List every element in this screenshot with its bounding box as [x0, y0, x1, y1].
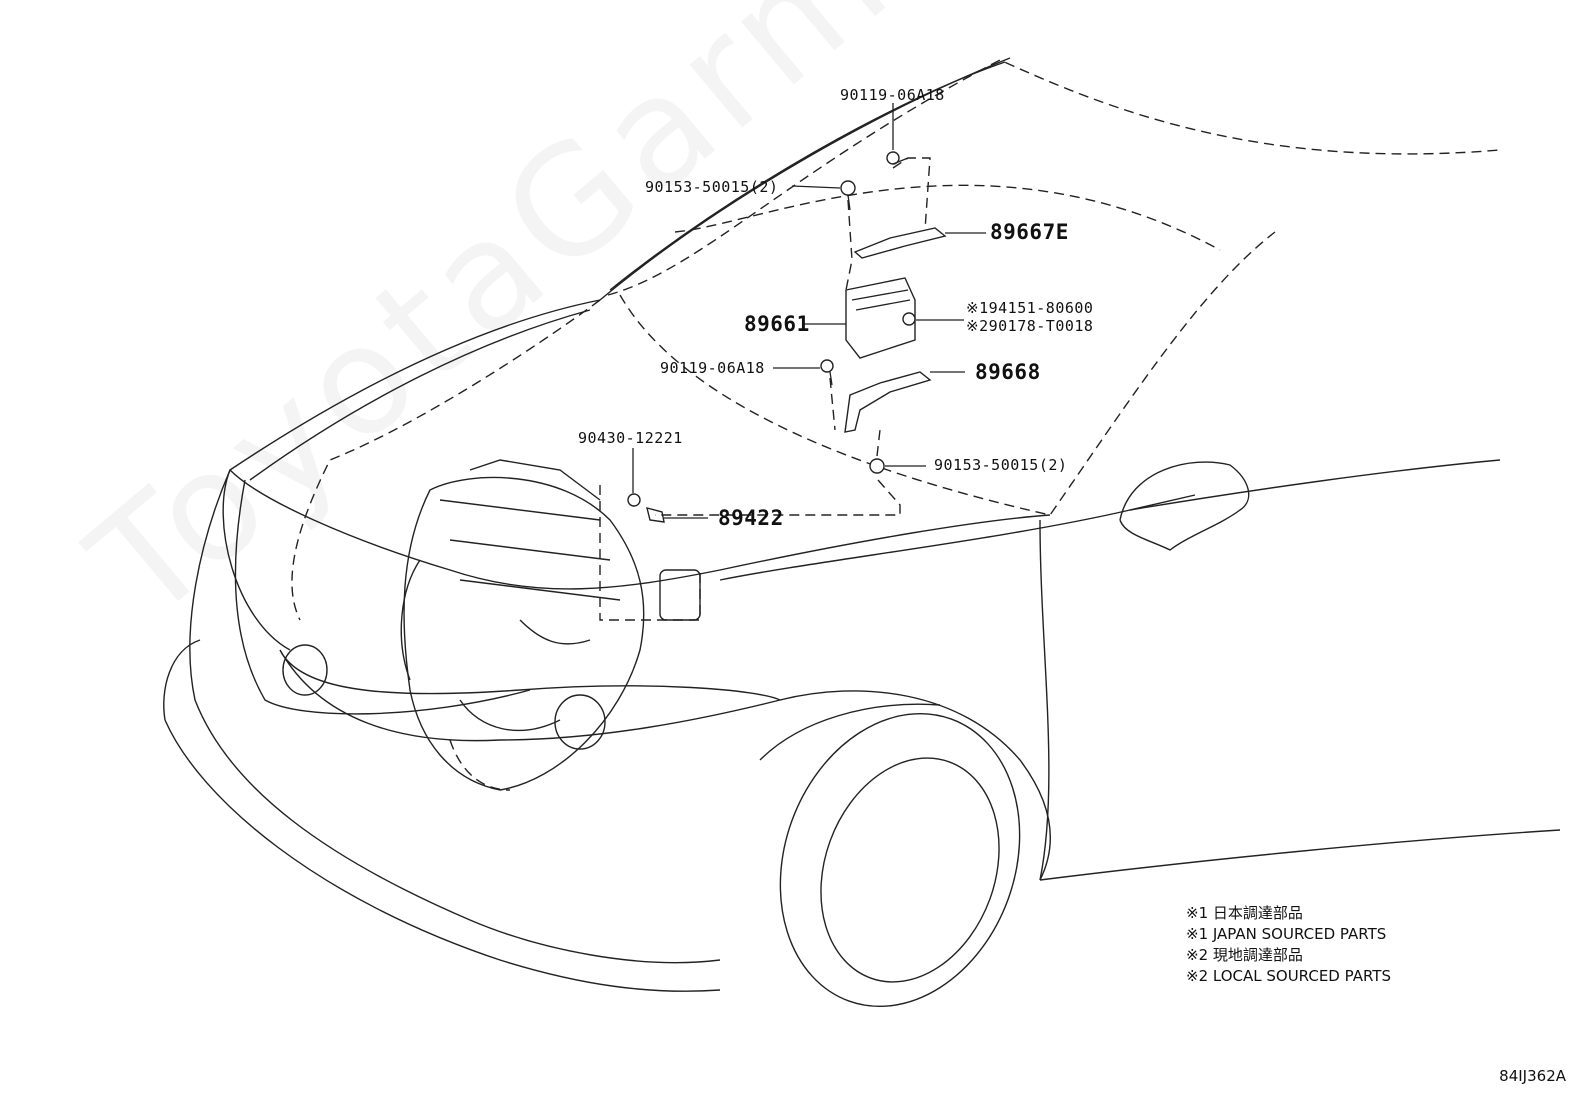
label-bolt-washer-top: 90153-50015(2)	[645, 178, 779, 196]
leader-lines	[632, 103, 986, 519]
label-sensor: 89422	[718, 506, 784, 530]
nut-right	[902, 312, 916, 326]
bracket-89668	[844, 371, 932, 433]
ecu-89661	[845, 277, 916, 359]
label-bolt-top: 90119-06A18	[840, 86, 945, 104]
label-ecu: 89661	[744, 312, 810, 336]
bracket-89667E	[853, 227, 947, 259]
diagram-code: 84IJ362A	[1499, 1067, 1566, 1085]
label-nut-local: ※290178-T0018	[966, 317, 1094, 335]
label-gasket: 90430-12221	[578, 429, 683, 447]
car-body-outline	[163, 57, 1561, 1008]
sensor-89422	[646, 507, 665, 523]
label-bracket-upper: 89667E	[990, 220, 1069, 244]
bolt-washer-bottom	[869, 458, 885, 474]
sourcing-notes: ※1 日本調達部品 ※1 JAPAN SOURCED PARTS ※2 現地調達…	[1186, 903, 1391, 987]
bolt-washer-top	[840, 180, 856, 211]
bolt-mid	[820, 359, 834, 386]
note-line: ※1 JAPAN SOURCED PARTS	[1186, 925, 1387, 943]
label-bolt-washer-bottom: 90153-50015(2)	[934, 456, 1068, 474]
note-line: ※1 日本調達部品	[1186, 904, 1303, 922]
label-bolt-mid: 90119-06A18	[660, 359, 765, 377]
assembly-lines	[599, 157, 931, 621]
note-line: ※2 現地調達部品	[1186, 946, 1303, 964]
label-bracket-lower: 89668	[975, 360, 1041, 384]
note-line: ※2 LOCAL SOURCED PARTS	[1186, 967, 1391, 985]
bolt-top	[886, 151, 909, 165]
label-nut-jp: ※194151-80600	[966, 299, 1094, 317]
gasket-90430	[627, 493, 641, 507]
